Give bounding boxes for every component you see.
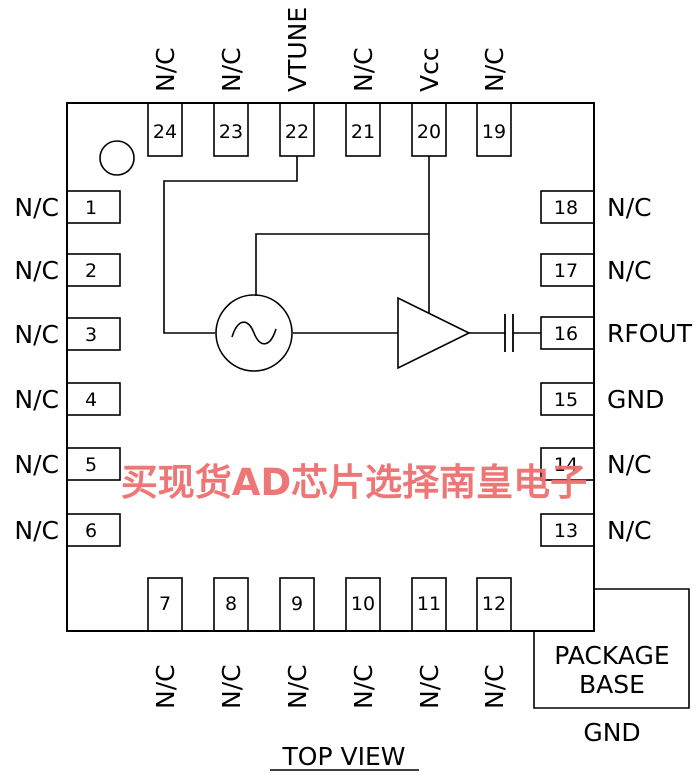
pin-box xyxy=(66,253,121,287)
pin-number: 6 xyxy=(85,520,97,542)
pin-number: 15 xyxy=(554,389,578,411)
pin-box xyxy=(66,447,121,481)
pin-number: 22 xyxy=(285,121,309,143)
pin1-marker xyxy=(99,140,135,176)
vtune-wire xyxy=(163,156,298,334)
internal-circuit xyxy=(163,156,541,334)
view-title: TOP VIEW xyxy=(282,742,406,771)
pin-box xyxy=(66,382,121,416)
dc-block-capacitor-symbol xyxy=(504,314,514,352)
pin-label: N/C xyxy=(480,664,509,709)
pin-label: N/C xyxy=(151,47,180,92)
pin-label: N/C xyxy=(14,385,59,414)
pin-number: 16 xyxy=(554,323,578,345)
package-base-gnd-label: GND xyxy=(583,718,640,747)
pin-number: 23 xyxy=(219,121,243,143)
pin-box xyxy=(213,102,249,157)
pin-box xyxy=(147,102,183,157)
pin-number: 9 xyxy=(291,593,303,615)
pin-label: N/C xyxy=(480,47,509,92)
oscillator-bias-wire xyxy=(255,233,429,296)
pin-box xyxy=(66,317,121,351)
package-base-outline xyxy=(533,588,690,709)
amplifier-symbol xyxy=(397,296,471,370)
package-base-line1: PACKAGE xyxy=(554,641,669,670)
pin-number: 2 xyxy=(85,260,97,282)
pin-label: N/C xyxy=(349,664,378,709)
watermark-text: 买现货AD芯片选择南皇电子 xyxy=(121,461,587,504)
pin-number: 5 xyxy=(85,454,97,476)
pin-box xyxy=(411,577,447,632)
pin-label: Vcc xyxy=(415,47,444,92)
pin-box xyxy=(476,577,512,632)
pin-box xyxy=(345,102,381,157)
pin-box xyxy=(66,190,121,224)
pin-number: 7 xyxy=(159,593,171,615)
pin-box xyxy=(213,577,249,632)
pin-number: 1 xyxy=(85,197,97,219)
pin-number: 20 xyxy=(417,121,441,143)
pin-label: N/C xyxy=(14,256,59,285)
pin-box xyxy=(147,577,183,632)
oscillator-symbol xyxy=(215,294,293,372)
pin-label: N/C xyxy=(415,664,444,709)
pin-number: 19 xyxy=(482,121,506,143)
pin-label: N/C xyxy=(607,193,652,222)
pin-box xyxy=(540,190,595,224)
pin-label: N/C xyxy=(14,450,59,479)
pin-label: N/C xyxy=(14,320,59,349)
pin-box xyxy=(540,447,595,481)
pin-number: 21 xyxy=(351,121,375,143)
pin-box xyxy=(540,382,595,416)
pin-number: 18 xyxy=(554,197,578,219)
pin-label: GND xyxy=(607,385,664,414)
pin-box xyxy=(279,577,315,632)
pin-label: N/C xyxy=(607,450,652,479)
pin-number: 14 xyxy=(554,454,578,476)
package-outline xyxy=(66,102,595,632)
pin-label: N/C xyxy=(283,664,312,709)
pin-box xyxy=(66,513,121,547)
pin-number: 10 xyxy=(351,593,375,615)
pin-box xyxy=(476,102,512,157)
package-base-line2: BASE xyxy=(579,670,645,699)
pin-box xyxy=(540,253,595,287)
pin-number: 3 xyxy=(85,324,97,346)
pin-number: 4 xyxy=(85,389,97,411)
pin-label: N/C xyxy=(14,516,59,545)
pin-number: 12 xyxy=(482,593,506,615)
pin-label: N/C xyxy=(217,47,246,92)
pin-label: N/C xyxy=(217,664,246,709)
pin-number: 8 xyxy=(225,593,237,615)
pin-number: 17 xyxy=(554,260,578,282)
pin-label: N/C xyxy=(14,193,59,222)
sine-wave-icon xyxy=(231,321,277,345)
pin-label: RFOUT xyxy=(607,319,693,348)
pin-number: 13 xyxy=(554,520,578,542)
pin-label: N/C xyxy=(607,256,652,285)
pin-label: VTUNE xyxy=(283,7,312,92)
pin-box xyxy=(540,513,595,547)
pin-label: N/C xyxy=(349,47,378,92)
pin-box xyxy=(345,577,381,632)
pin-number: 24 xyxy=(153,121,177,143)
pin-number: 11 xyxy=(417,593,441,615)
pin-label: N/C xyxy=(151,664,180,709)
pin-label: N/C xyxy=(607,516,652,545)
pins-layer: 24N/C23N/C22VTUNE21N/C20Vcc19N/C7N/C8N/C… xyxy=(14,7,692,709)
